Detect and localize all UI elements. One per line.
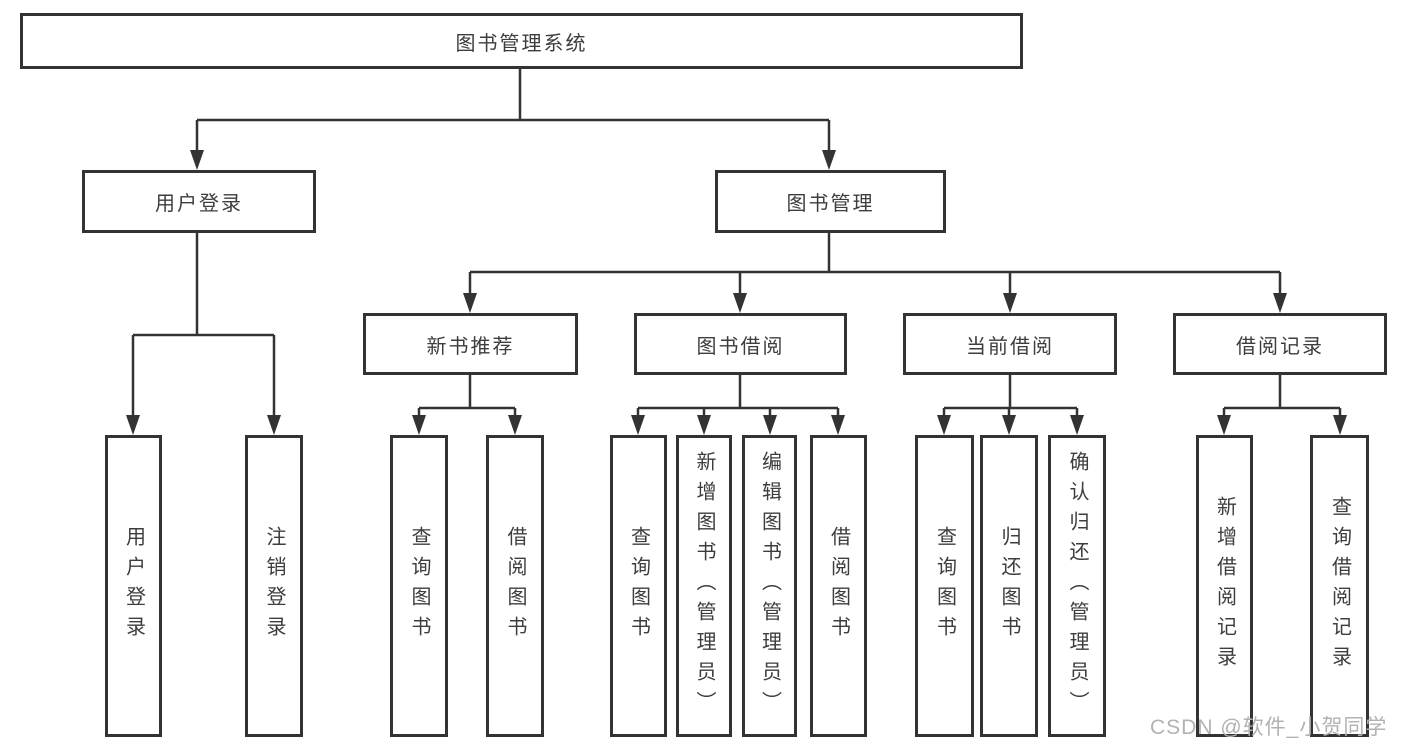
- watermark-text: CSDN @软件_小贺同学: [1150, 716, 1388, 739]
- node-label: 用户登录: [122, 526, 145, 646]
- leaf-add-book-admin: 新增图书（管理员）: [676, 435, 732, 737]
- node-borrow-records: 借阅记录: [1173, 313, 1387, 375]
- node-label: 借阅图书: [827, 526, 850, 646]
- node-label: 用户登录: [155, 193, 243, 215]
- node-book-borrowing: 图书借阅: [634, 313, 847, 375]
- edge-root-children: [195, 69, 831, 152]
- node-label: 归还图书: [998, 526, 1020, 646]
- leaf-logout: 注销登录: [245, 435, 303, 737]
- node-label: 图书管理系统: [455, 32, 588, 55]
- node-label: 查询图书: [933, 526, 956, 646]
- edge-current-borrow-children: [942, 375, 1079, 417]
- edge-borrow-record-children: [1222, 375, 1342, 417]
- edge-book-mgmt-children: [468, 233, 1282, 295]
- leaf-borrow-books: 借阅图书: [810, 435, 867, 737]
- node-user-login: 用户登录: [82, 170, 316, 233]
- leaf-borrow-books-recommend: 借阅图书: [486, 435, 544, 737]
- node-library-management-system: 图书管理系统: [20, 13, 1023, 69]
- node-label: 查询图书: [408, 526, 430, 646]
- edge-book-borrow-children: [636, 375, 840, 417]
- leaf-query-books-current: 查询图书: [915, 435, 974, 737]
- node-label: 新增借阅记录: [1213, 496, 1236, 676]
- leaf-query-borrow-record: 查询借阅记录: [1310, 435, 1369, 737]
- leaf-return-book: 归还图书: [980, 435, 1038, 737]
- node-label: 借阅图书: [504, 526, 526, 646]
- node-label: 确认归还（管理员）: [1066, 451, 1088, 721]
- leaf-user-login: 用户登录: [105, 435, 162, 737]
- node-label: 图书借阅: [696, 335, 785, 358]
- node-label: 当前借阅: [966, 335, 1054, 358]
- node-label: 新书推荐: [426, 335, 515, 358]
- node-label: 借阅记录: [1236, 335, 1324, 358]
- node-label: 新增图书（管理员）: [693, 451, 715, 721]
- node-current-borrowing: 当前借阅: [903, 313, 1117, 375]
- leaf-confirm-return-admin: 确认归还（管理员）: [1048, 435, 1106, 737]
- node-label: 编辑图书（管理员）: [758, 451, 781, 721]
- leaf-query-books-borrowing: 查询图书: [610, 435, 667, 737]
- edge-new-book-rec-children: [417, 375, 517, 417]
- leaf-add-borrow-record: 新增借阅记录: [1196, 435, 1253, 737]
- node-new-book-recommend: 新书推荐: [363, 313, 578, 375]
- edge-user-login-children: [131, 233, 276, 417]
- node-label: 注销登录: [263, 526, 285, 646]
- node-label: 查询借阅记录: [1328, 496, 1351, 676]
- node-label: 图书管理: [786, 193, 875, 215]
- node-book-management: 图书管理: [715, 170, 946, 233]
- leaf-query-books-recommend: 查询图书: [390, 435, 448, 737]
- node-label: 查询图书: [627, 526, 650, 646]
- leaf-edit-book-admin: 编辑图书（管理员）: [742, 435, 797, 737]
- arrowheads: [126, 150, 1347, 435]
